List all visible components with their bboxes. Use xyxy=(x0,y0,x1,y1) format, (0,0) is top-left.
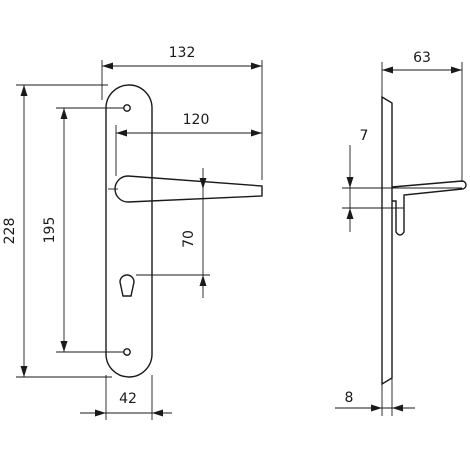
dimension-70: 70 xyxy=(136,168,210,298)
dim-label-120: 120 xyxy=(183,112,210,128)
keyhole xyxy=(119,274,135,297)
side-plate xyxy=(381,95,393,386)
dim-label-228: 228 xyxy=(2,218,18,245)
dim-label-70: 70 xyxy=(181,230,197,248)
side-view xyxy=(381,95,467,386)
dim-label-42: 42 xyxy=(119,391,137,407)
front-view xyxy=(105,84,263,378)
dim-label-132: 132 xyxy=(169,45,196,61)
side-lever xyxy=(391,180,467,236)
dimension-228: 228 xyxy=(2,84,112,378)
dimension-120: 120 xyxy=(115,112,262,176)
dim-label-7: 7 xyxy=(360,128,369,144)
dimension-7: 7 xyxy=(342,128,462,232)
bottom-screw-hole xyxy=(123,348,131,356)
dimension-195: 195 xyxy=(42,107,124,353)
dimension-8: 8 xyxy=(335,378,415,416)
dim-label-195: 195 xyxy=(42,217,58,244)
back-plate xyxy=(105,84,153,378)
dimension-132: 132 xyxy=(101,45,263,180)
dimension-42: 42 xyxy=(80,375,172,420)
lever-handle xyxy=(114,175,263,203)
dimension-63: 63 xyxy=(381,50,463,182)
dim-label-8: 8 xyxy=(345,390,354,406)
top-screw-hole xyxy=(123,104,131,112)
dim-label-63: 63 xyxy=(413,50,431,66)
